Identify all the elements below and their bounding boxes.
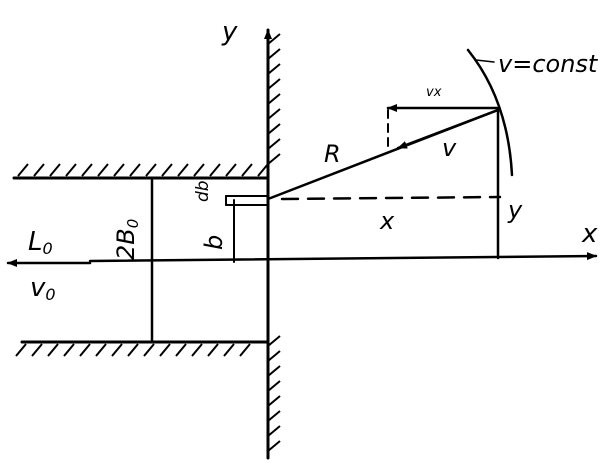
- hatch-stroke: [17, 163, 29, 177]
- hatch-stroke: [97, 163, 109, 177]
- hatch-stroke: [267, 425, 281, 437]
- hatch-stroke: [267, 153, 281, 165]
- v0-label: v0: [30, 273, 56, 304]
- hatch-stroke: [161, 163, 173, 177]
- hatch-stroke: [267, 138, 281, 150]
- hatch-stroke: [209, 163, 221, 177]
- hatch-stroke: [267, 365, 281, 377]
- hatch-stroke: [159, 343, 171, 357]
- hatch-stroke: [47, 343, 59, 357]
- constant-velocity-arc: [466, 48, 514, 177]
- hatch-stroke: [127, 343, 139, 357]
- vx-label: vx: [426, 85, 442, 100]
- hatch-stroke: [113, 163, 125, 177]
- hatch-stroke: [145, 163, 157, 177]
- v-const-leader: [475, 59, 495, 63]
- hatch-stroke: [267, 108, 281, 120]
- hatch-stroke: [267, 350, 281, 362]
- hatch-stroke: [267, 380, 281, 392]
- hatch-stroke: [241, 163, 253, 177]
- hatch-stroke: [129, 163, 141, 177]
- hatch-stroke: [33, 163, 45, 177]
- hatch-stroke: [79, 343, 91, 357]
- hatch-stroke: [143, 343, 155, 357]
- velocity-label: v: [442, 134, 457, 162]
- two-b0-label: 2B0: [112, 219, 142, 260]
- hatch-stroke: [267, 48, 281, 60]
- hatch-stroke: [65, 163, 77, 177]
- hatch-stroke: [177, 163, 189, 177]
- hatch-stroke: [239, 343, 251, 357]
- x-distance-label: x: [379, 207, 395, 235]
- hatch-stroke: [267, 440, 281, 452]
- hatch-stroke: [267, 123, 281, 135]
- x-distance-dashed-line: [280, 195, 502, 201]
- velocity-arrow: [396, 108, 500, 150]
- hatch-stroke: [207, 343, 219, 357]
- hatch-stroke: [95, 343, 107, 357]
- hatch-stroke: [225, 163, 237, 177]
- hatch-stroke: [267, 33, 281, 45]
- y-distance-label: y: [507, 196, 523, 224]
- b-label: b: [200, 235, 228, 250]
- hatch-stroke: [81, 163, 93, 177]
- hatch-stroke: [267, 78, 281, 90]
- x-axis-label: x: [581, 219, 598, 249]
- wall-hatching-upper: [267, 33, 281, 165]
- hatch-stroke: [111, 343, 123, 357]
- hatch-stroke: [193, 163, 205, 177]
- hatch-stroke: [191, 343, 203, 357]
- hatch-stroke: [267, 410, 281, 422]
- hatch-stroke: [267, 93, 281, 105]
- hatch-stroke: [223, 343, 235, 357]
- hatch-stroke: [267, 395, 281, 407]
- l0-label: L0: [28, 227, 53, 258]
- y-axis-label: y: [221, 17, 238, 47]
- db-label: db: [193, 180, 213, 202]
- hatch-stroke: [267, 335, 281, 347]
- hatch-stroke: [49, 163, 61, 177]
- hatch-stroke: [267, 63, 281, 75]
- hatch-stroke: [31, 343, 43, 357]
- hatch-stroke: [257, 163, 269, 177]
- x-axis-line: [88, 252, 598, 263]
- wall-hatching-lower: [267, 335, 281, 452]
- hatch-stroke: [63, 343, 75, 357]
- duct-top-hatching: [17, 163, 269, 177]
- duct-bottom-hatching: [15, 343, 251, 357]
- v-const-label: v=const: [498, 50, 599, 78]
- hatch-stroke: [175, 343, 187, 357]
- hatch-stroke: [15, 343, 27, 357]
- radius-label: R: [324, 140, 341, 168]
